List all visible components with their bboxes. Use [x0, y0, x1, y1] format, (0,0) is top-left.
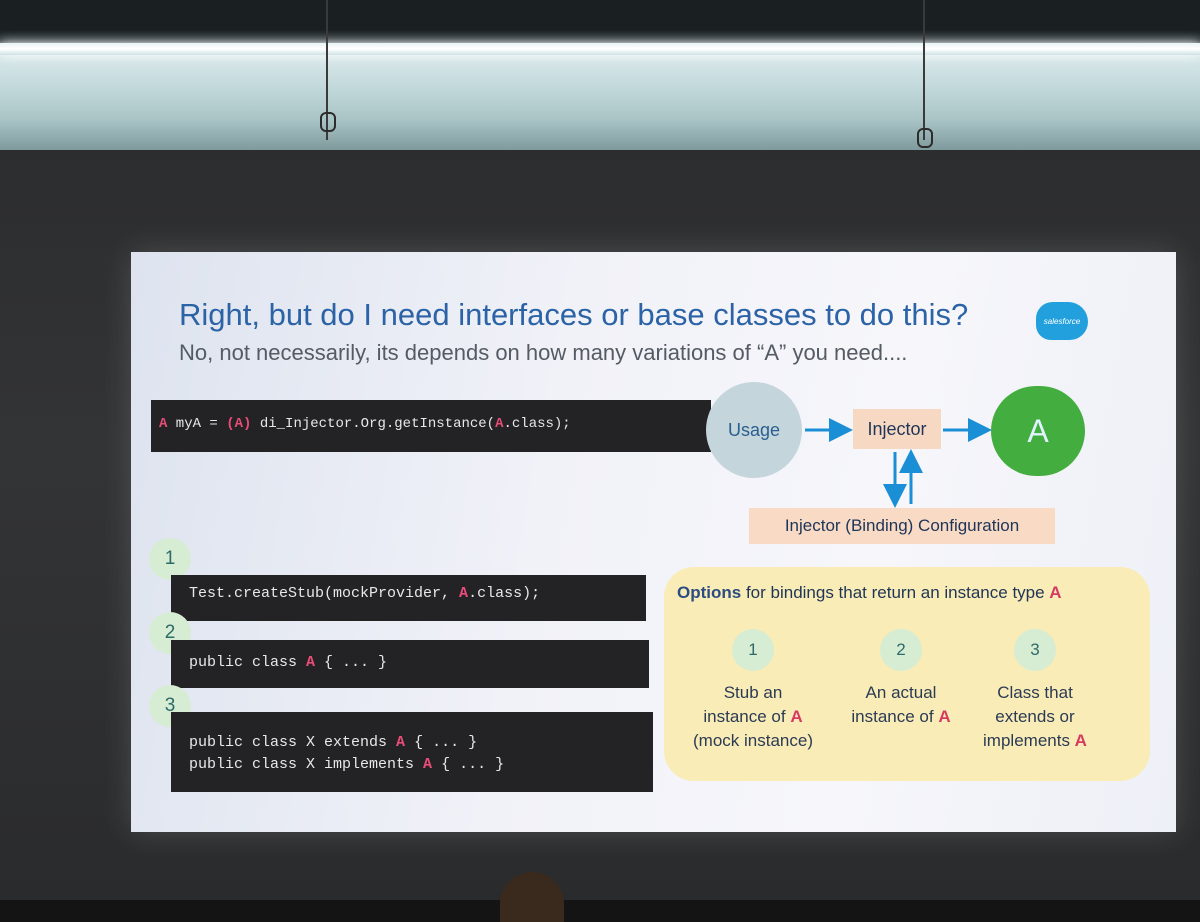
option-line: An actual: [865, 683, 937, 702]
option-line-text: instance of: [703, 707, 791, 726]
options-heading-keyword: A: [1049, 583, 1062, 602]
code-main-line: A myA = (A) di_Injector.Org.getInstance(…: [151, 400, 711, 452]
diagram-arrows: [805, 418, 992, 508]
option-line: implements A: [960, 729, 1110, 753]
option-text-1: Stub an instance of A (mock instance): [678, 681, 828, 753]
code-sample-1: Test.createStub(mockProvider, A.class);: [171, 575, 646, 621]
slide: Right, but do I need interfaces or base …: [131, 252, 1176, 832]
hanging-cable: [923, 0, 925, 140]
option-text-3: Class that extends or implements A: [960, 681, 1110, 753]
option-line: Class that: [997, 683, 1073, 702]
logo-text: salesforce: [1043, 316, 1081, 326]
code-keyword: A: [495, 416, 504, 432]
usage-node: Usage: [706, 382, 802, 478]
slide-title: Right, but do I need interfaces or base …: [179, 297, 969, 332]
option-line: instance of A: [678, 705, 828, 729]
hanging-cable: [326, 0, 328, 140]
code-text: Test.createStub(mockProvider,: [189, 585, 460, 602]
ceiling-light: [0, 43, 1200, 55]
code-keyword: A: [306, 654, 316, 671]
option-badge-3: 3: [1014, 629, 1056, 671]
step-badge-1: 1: [149, 538, 191, 580]
target-label: A: [1027, 412, 1049, 449]
code-text: di_Injector.Org.getInstance(: [251, 416, 496, 432]
options-heading: Options for bindings that return an inst…: [677, 583, 1062, 603]
option-badge-1: 1: [732, 629, 774, 671]
binding-config-node: Injector (Binding) Configuration: [749, 508, 1055, 544]
code-keyword: A: [423, 756, 433, 773]
code-keyword: A: [396, 734, 406, 751]
option-line: (mock instance): [693, 731, 813, 750]
option-line-text: instance of: [851, 707, 939, 726]
salesforce-logo: salesforce: [1036, 302, 1088, 340]
slide-subtitle: No, not necessarily, its depends on how …: [179, 340, 908, 365]
options-heading-text: for bindings that return an instance typ…: [741, 583, 1050, 602]
option-badge-2: 2: [880, 629, 922, 671]
code-sample-3: public class X extends A { ... } public …: [171, 712, 653, 792]
option-line: Stub an: [723, 683, 783, 702]
code-text: myA =: [167, 416, 227, 432]
code-text: public class X extends: [189, 734, 397, 751]
code-keyword: A: [159, 416, 168, 432]
code-text: { ... }: [432, 756, 505, 773]
code-text: public class X implements: [189, 756, 424, 773]
injector-label: Injector: [867, 418, 927, 439]
code-text: { ... }: [405, 734, 478, 751]
option-text-2: An actual instance of A: [826, 681, 976, 729]
cable-hook: [320, 112, 336, 132]
code-text: public class: [189, 654, 307, 671]
option-line-keyword: A: [938, 707, 951, 726]
target-a-node: A: [991, 386, 1085, 476]
usage-label: Usage: [727, 419, 781, 440]
option-line-keyword: A: [1074, 731, 1087, 750]
code-text: .class);: [468, 585, 541, 602]
option-line-keyword: A: [790, 707, 803, 726]
option-line: extends or: [995, 707, 1075, 726]
ceiling: [0, 0, 1200, 160]
code-keyword: A: [459, 585, 469, 602]
code-text: .class);: [503, 416, 571, 432]
options-heading-bold: Options: [677, 583, 742, 602]
injector-node: Injector: [853, 409, 941, 449]
cable-hook: [917, 128, 933, 148]
options-panel: Options for bindings that return an inst…: [664, 567, 1150, 781]
code-sample-2: public class A { ... }: [171, 640, 649, 688]
option-line-text: implements: [983, 731, 1075, 750]
option-line: instance of A: [826, 705, 976, 729]
binding-label: Injector (Binding) Configuration: [784, 516, 1020, 535]
code-keyword: (A): [226, 416, 252, 432]
code-text: { ... }: [315, 654, 388, 671]
